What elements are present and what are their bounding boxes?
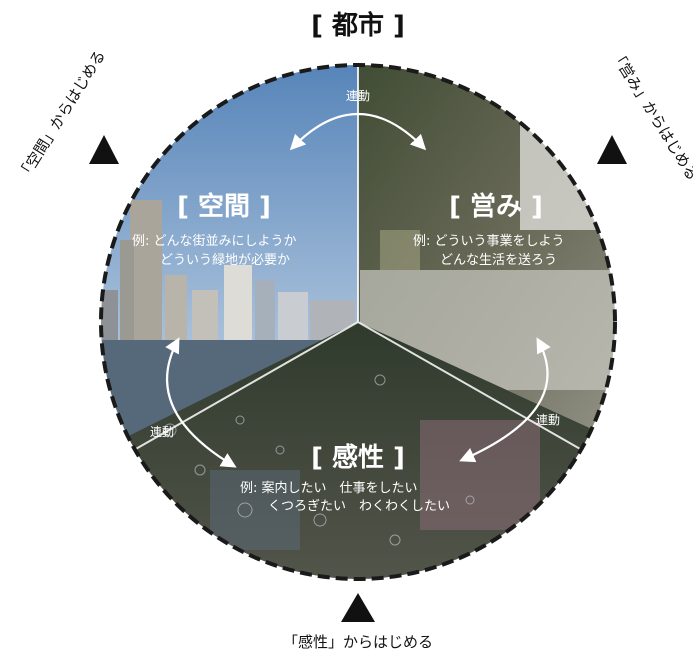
arrow-space-activity (289, 112, 427, 151)
arrow-space-sensibility (165, 337, 237, 468)
activity-title: [ 営み ] (449, 192, 543, 222)
space-title: [ 空間 ] (177, 191, 271, 222)
space-section: [ 空間 ] 例: どんな街並みにしようか どういう緑地が必要か (132, 191, 297, 268)
space-start-triangle (89, 135, 119, 164)
dashed-boundary (99, 63, 617, 581)
link-label-top: 連動 (346, 89, 370, 103)
space-example-line1: 例: どんな街並みにしようか (132, 234, 297, 249)
activity-section: [ 営み ] 例: どういう事業をしよう どんな生活を送ろう (413, 192, 565, 268)
activity-example-line2: どんな生活を送ろう (440, 253, 557, 268)
link-label-left: 連動 (150, 425, 174, 439)
activity-start-triangle (597, 135, 627, 164)
photo-circle (101, 65, 615, 579)
link-arrows (165, 112, 551, 468)
arrow-activity-sensibility (459, 337, 551, 463)
space-example-line2: どういう緑地が必要か (160, 253, 290, 268)
activity-example-line1: 例: どういう事業をしよう (413, 233, 565, 249)
sensibility-example-line1: 例: 案内したい 仕事をしたい (240, 480, 418, 496)
sensibility-title: [ 感性 ] (311, 443, 405, 473)
diagram-title: [ 都市 ] (311, 10, 405, 41)
sensibility-start-label: 「感性」からはじめる (283, 633, 433, 651)
sensibility-example-line2: くつろぎたい わくわくしたい (268, 499, 450, 514)
sensibility-section: [ 感性 ] 例: 案内したい 仕事をしたい くつろぎたい わくわくしたい (240, 443, 450, 514)
city-skyline-image (101, 200, 355, 340)
link-label-right: 連動 (536, 413, 560, 427)
sensibility-start-triangle (341, 593, 375, 622)
